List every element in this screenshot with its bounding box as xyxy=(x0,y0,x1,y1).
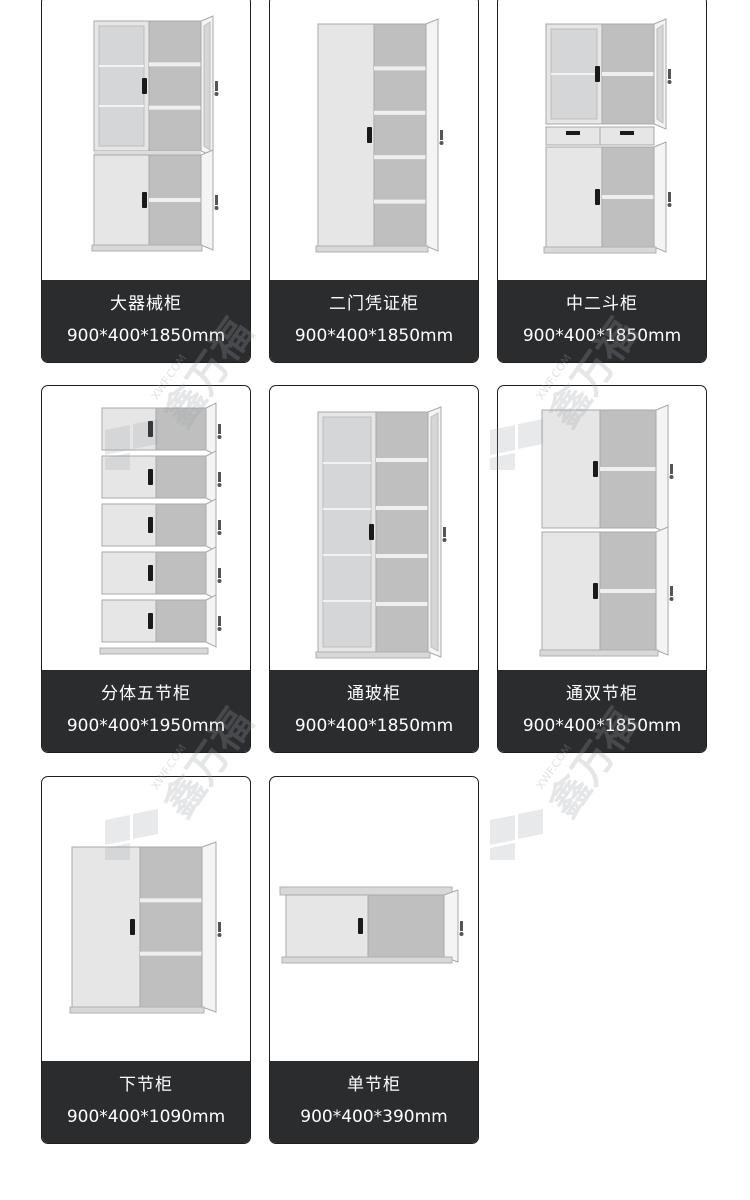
product-dimensions: 900*400*1090mm xyxy=(66,1107,226,1127)
product-name: 单节柜 xyxy=(347,1075,401,1095)
product-name: 通双节柜 xyxy=(566,684,638,704)
product-label: 大器械柜 900*400*1850mm xyxy=(42,280,250,362)
product-name: 下节柜 xyxy=(119,1075,173,1095)
product-card[interactable]: 通玻柜 900*400*1850mm xyxy=(269,385,479,753)
cabinet-image xyxy=(315,406,447,659)
product-name: 通玻柜 xyxy=(347,684,401,704)
product-name: 中二斗柜 xyxy=(566,294,638,314)
product-card[interactable]: 中二斗柜 900*400*1850mm xyxy=(497,0,707,363)
product-card[interactable]: 分体五节柜 900*400*1950mm xyxy=(41,385,251,753)
cabinet-image xyxy=(539,404,674,657)
product-dimensions: 900*400*1850mm xyxy=(294,716,454,736)
cabinet-image xyxy=(99,402,222,655)
product-name: 分体五节柜 xyxy=(101,684,191,704)
product-dimensions: 900*400*1850mm xyxy=(294,326,454,346)
product-name: 二门凭证柜 xyxy=(329,294,419,314)
product-label: 下节柜 900*400*1090mm xyxy=(42,1061,250,1143)
cabinet-image xyxy=(279,886,464,964)
product-dimensions: 900*400*1850mm xyxy=(522,326,682,346)
product-label: 通玻柜 900*400*1850mm xyxy=(270,670,478,752)
product-label: 通双节柜 900*400*1850mm xyxy=(498,670,706,752)
cabinet-image xyxy=(543,18,672,254)
product-dimensions: 900*400*390mm xyxy=(300,1107,448,1127)
product-card[interactable]: 单节柜 900*400*390mm xyxy=(269,776,479,1144)
product-label: 中二斗柜 900*400*1850mm xyxy=(498,280,706,362)
cabinet-image xyxy=(315,18,444,253)
product-label: 单节柜 900*400*390mm xyxy=(270,1061,478,1143)
product-dimensions: 900*400*1850mm xyxy=(66,326,226,346)
product-label: 二门凭证柜 900*400*1850mm xyxy=(270,280,478,362)
product-name: 大器械柜 xyxy=(110,294,182,314)
product-card[interactable]: 通双节柜 900*400*1850mm xyxy=(497,385,707,753)
product-card[interactable]: 下节柜 900*400*1090mm xyxy=(41,776,251,1144)
product-card[interactable]: 二门凭证柜 900*400*1850mm xyxy=(269,0,479,363)
product-dimensions: 900*400*1950mm xyxy=(66,716,226,736)
cabinet-image xyxy=(69,841,222,1014)
product-label: 分体五节柜 900*400*1950mm xyxy=(42,670,250,752)
product-dimensions: 900*400*1850mm xyxy=(522,716,682,736)
product-card[interactable]: 大器械柜 900*400*1850mm xyxy=(41,0,251,363)
cabinet-image xyxy=(91,15,219,252)
